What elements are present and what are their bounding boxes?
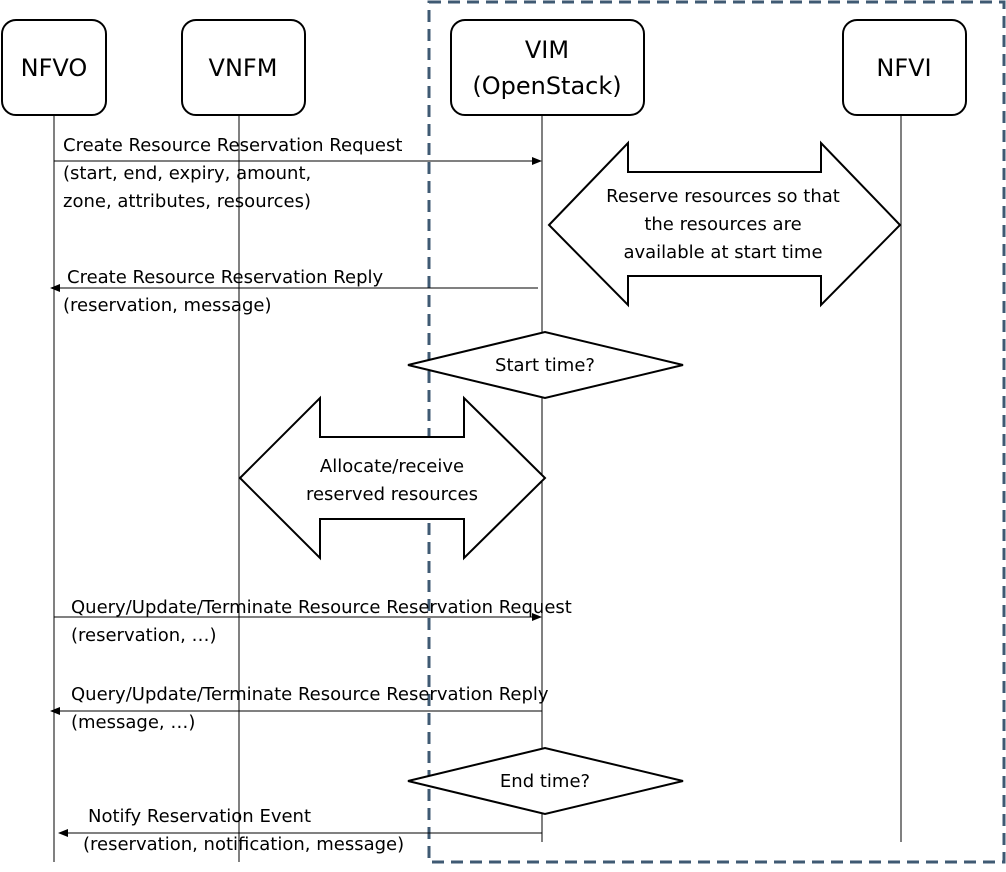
message-notify-event: Notify Reservation Event (reservation, n… [58, 806, 542, 855]
message-create-reply: Create Resource Reservation Reply (reser… [50, 267, 538, 316]
svg-text:(message, …): (message, …) [71, 712, 195, 733]
svg-text:Create Resource Reservation Re: Create Resource Reservation Request [63, 135, 402, 156]
double-arrow-allocate-resources: Allocate/receive reserved resources [238, 395, 547, 561]
svg-text:reserved resources: reserved resources [306, 484, 478, 505]
decision-start-time: Start time? [407, 330, 684, 400]
svg-text:Reserve resources so that: Reserve resources so that [606, 186, 840, 207]
svg-text:VIM: VIM [525, 36, 569, 64]
svg-text:Notify Reservation Event: Notify Reservation Event [88, 806, 311, 827]
svg-text:Create Resource Reservation Re: Create Resource Reservation Reply [67, 267, 384, 288]
svg-text:NFVO: NFVO [21, 54, 88, 82]
vim-domain-boundary [427, 0, 1006, 864]
svg-text:NFVI: NFVI [876, 54, 931, 82]
svg-text:Query/Update/Terminate Resourc: Query/Update/Terminate Resource Reservat… [71, 597, 572, 618]
actor-nfvi: NFVI [842, 19, 967, 116]
svg-text:(OpenStack): (OpenStack) [472, 72, 621, 100]
svg-text:VNFM: VNFM [209, 54, 278, 82]
decision-end-time: End time? [407, 746, 684, 816]
double-arrow-reserve-resources: Reserve resources so that the resources … [547, 140, 902, 308]
svg-text:(reservation, message): (reservation, message) [63, 295, 271, 316]
actor-nfvo: NFVO [1, 19, 107, 116]
svg-text:(reservation, …): (reservation, …) [71, 625, 217, 646]
svg-text:Allocate/receive: Allocate/receive [320, 456, 464, 477]
svg-text:End time?: End time? [500, 771, 590, 792]
svg-text:zone, attributes, resources): zone, attributes, resources) [63, 191, 311, 212]
svg-text:available at start time: available at start time [623, 242, 822, 263]
svg-text:Query/Update/Terminate Resourc: Query/Update/Terminate Resource Reservat… [71, 684, 549, 705]
svg-text:(reservation, notification, me: (reservation, notification, message) [83, 834, 404, 855]
svg-text:Start time?: Start time? [495, 355, 595, 376]
svg-text:(start, end, expiry, amount,: (start, end, expiry, amount, [63, 163, 311, 184]
message-create-request: Create Resource Reservation Request (sta… [54, 135, 542, 212]
actor-vnfm: VNFM [181, 19, 306, 116]
message-query-reply: Query/Update/Terminate Resource Reservat… [50, 684, 549, 733]
actor-vim: VIM (OpenStack) [450, 19, 645, 116]
message-query-request: Query/Update/Terminate Resource Reservat… [54, 597, 572, 646]
svg-text:the resources are: the resources are [644, 214, 801, 235]
